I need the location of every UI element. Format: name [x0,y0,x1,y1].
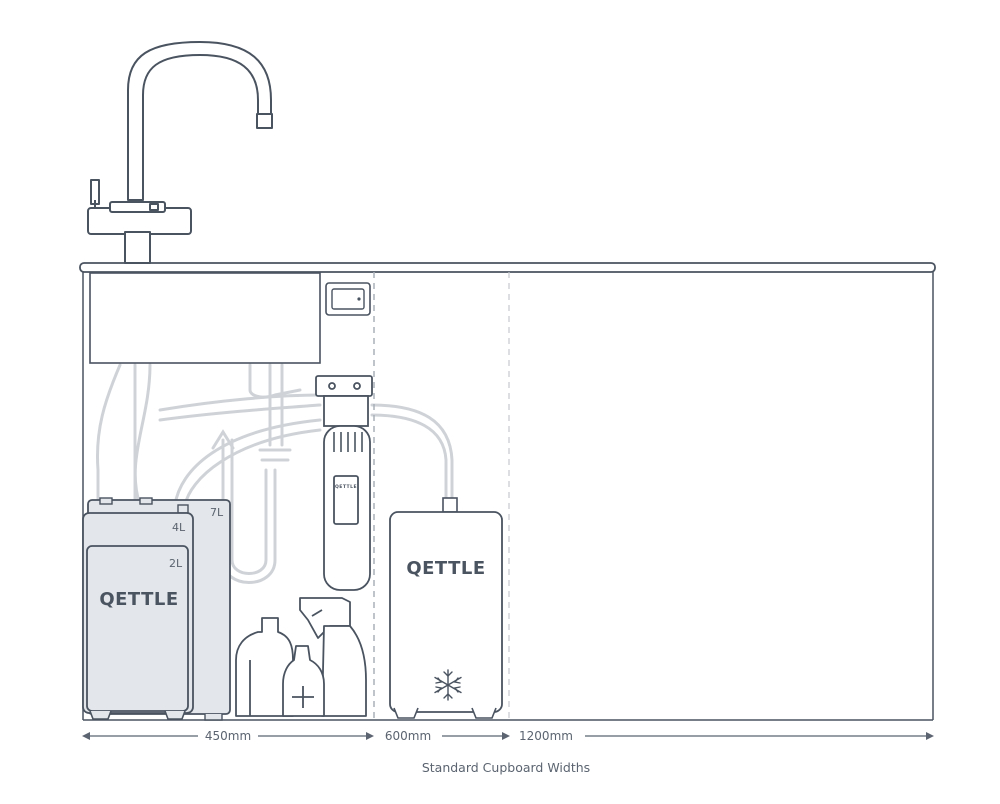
worktop [79,262,936,273]
control-switch-icon [325,282,371,316]
tank-2l: 2L QETTLE [86,545,189,720]
snowflake-icon [434,669,462,701]
caption: Standard Cupboard Widths [422,760,590,775]
bottle-icon [235,617,294,717]
sanitiser-bottle-icon [282,645,325,717]
dimension-lines [82,732,934,740]
tank-2l-label: 2L [169,557,183,570]
chiller-logo: QETTLE [406,558,485,579]
spray-bottle-icon [299,597,367,717]
filter-cartridge-icon: QETTLE [315,375,373,591]
tank-7l-label: 7L [210,506,224,519]
width-450-label: 450mm [205,729,251,743]
filter-logo: QETTLE [335,484,357,490]
sink-basin [89,272,321,364]
width-600-label: 600mm [385,729,431,743]
width-1200-label: 1200mm [519,729,573,743]
tap-icon [87,41,273,264]
chiller-unit: QETTLE [389,497,503,719]
tank-logo: QETTLE [99,589,178,610]
tank-4l-label: 4L [172,521,186,534]
